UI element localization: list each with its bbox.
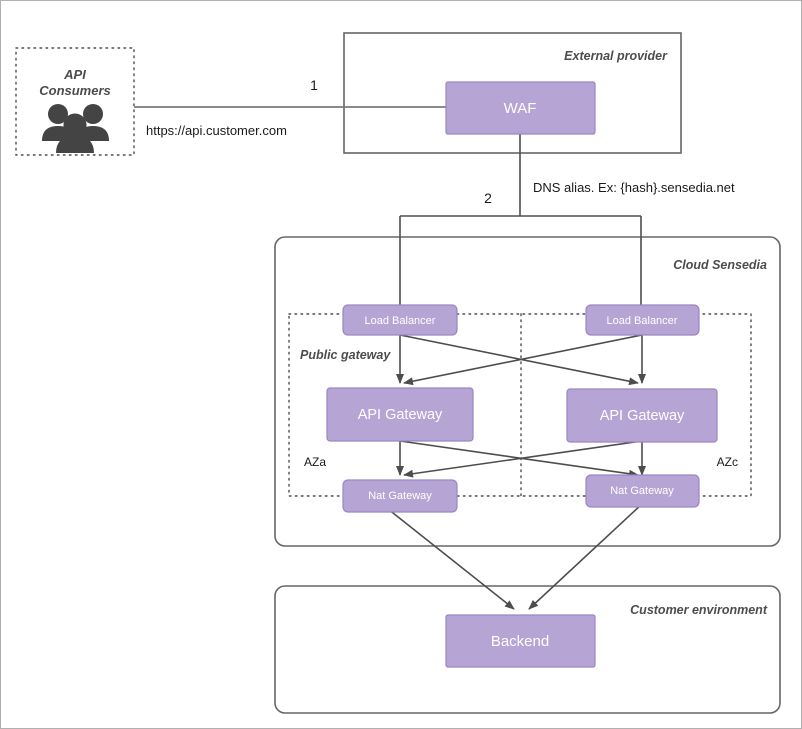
node-label-load-balancer-right: Load Balancer bbox=[607, 315, 678, 327]
consumers-title-line1: API bbox=[63, 67, 86, 82]
edge-lb-right-to-apigw-left bbox=[403, 334, 643, 386]
node-label-nat-gateway-left: Nat Gateway bbox=[368, 490, 432, 502]
zone-label-az-a: AZa bbox=[304, 455, 326, 469]
node-nat-gateway-left[interactable]: Nat Gateway bbox=[342, 479, 458, 513]
node-backend[interactable]: Backend bbox=[445, 614, 596, 668]
people-group-icon bbox=[42, 104, 109, 153]
container-label-public-gateway: Public gateway bbox=[300, 348, 391, 362]
edge-apigw-right-to-nat-left bbox=[403, 440, 643, 478]
node-load-balancer-right[interactable]: Load Balancer bbox=[585, 304, 700, 336]
container-customer-environment bbox=[274, 585, 781, 714]
container-external-provider bbox=[343, 32, 682, 154]
edge-label-step-2: 2 bbox=[484, 190, 492, 206]
node-waf[interactable]: WAF bbox=[445, 81, 596, 135]
edge-label-step-1: 1 bbox=[310, 77, 318, 93]
node-label-api-gateway-left: API Gateway bbox=[358, 407, 443, 423]
node-nat-gateway-right[interactable]: Nat Gateway bbox=[585, 474, 700, 508]
consumers-title-line2: Consumers bbox=[39, 83, 111, 98]
container-public-gateway bbox=[288, 313, 752, 497]
container-label-cloud-sensedia: Cloud Sensedia bbox=[673, 258, 767, 272]
node-load-balancer-left[interactable]: Load Balancer bbox=[342, 304, 458, 336]
consumers-box bbox=[15, 47, 135, 156]
edge-nat-right-to-backend bbox=[528, 503, 643, 610]
container-label-customer-environment: Customer environment bbox=[630, 603, 768, 617]
node-label-api-gateway-right: API Gateway bbox=[600, 408, 685, 424]
node-api-gateway-right[interactable]: API Gateway bbox=[566, 388, 718, 443]
edge-nat-left-to-backend bbox=[387, 508, 515, 610]
node-label-waf: WAF bbox=[504, 100, 537, 117]
zone-label-az-c: AZc bbox=[717, 455, 738, 469]
node-label-load-balancer-left: Load Balancer bbox=[365, 315, 436, 327]
node-label-backend: Backend bbox=[491, 633, 549, 650]
node-label-nat-gateway-right: Nat Gateway bbox=[610, 485, 674, 497]
edge-label-dns-alias: DNS alias. Ex: {hash}.sensedia.net bbox=[533, 180, 735, 195]
container-cloud-sensedia bbox=[274, 236, 781, 547]
node-api-gateway-left[interactable]: API Gateway bbox=[326, 387, 474, 442]
edge-label-consumer-url: https://api.customer.com bbox=[146, 123, 287, 138]
container-label-external-provider: External provider bbox=[564, 49, 668, 63]
